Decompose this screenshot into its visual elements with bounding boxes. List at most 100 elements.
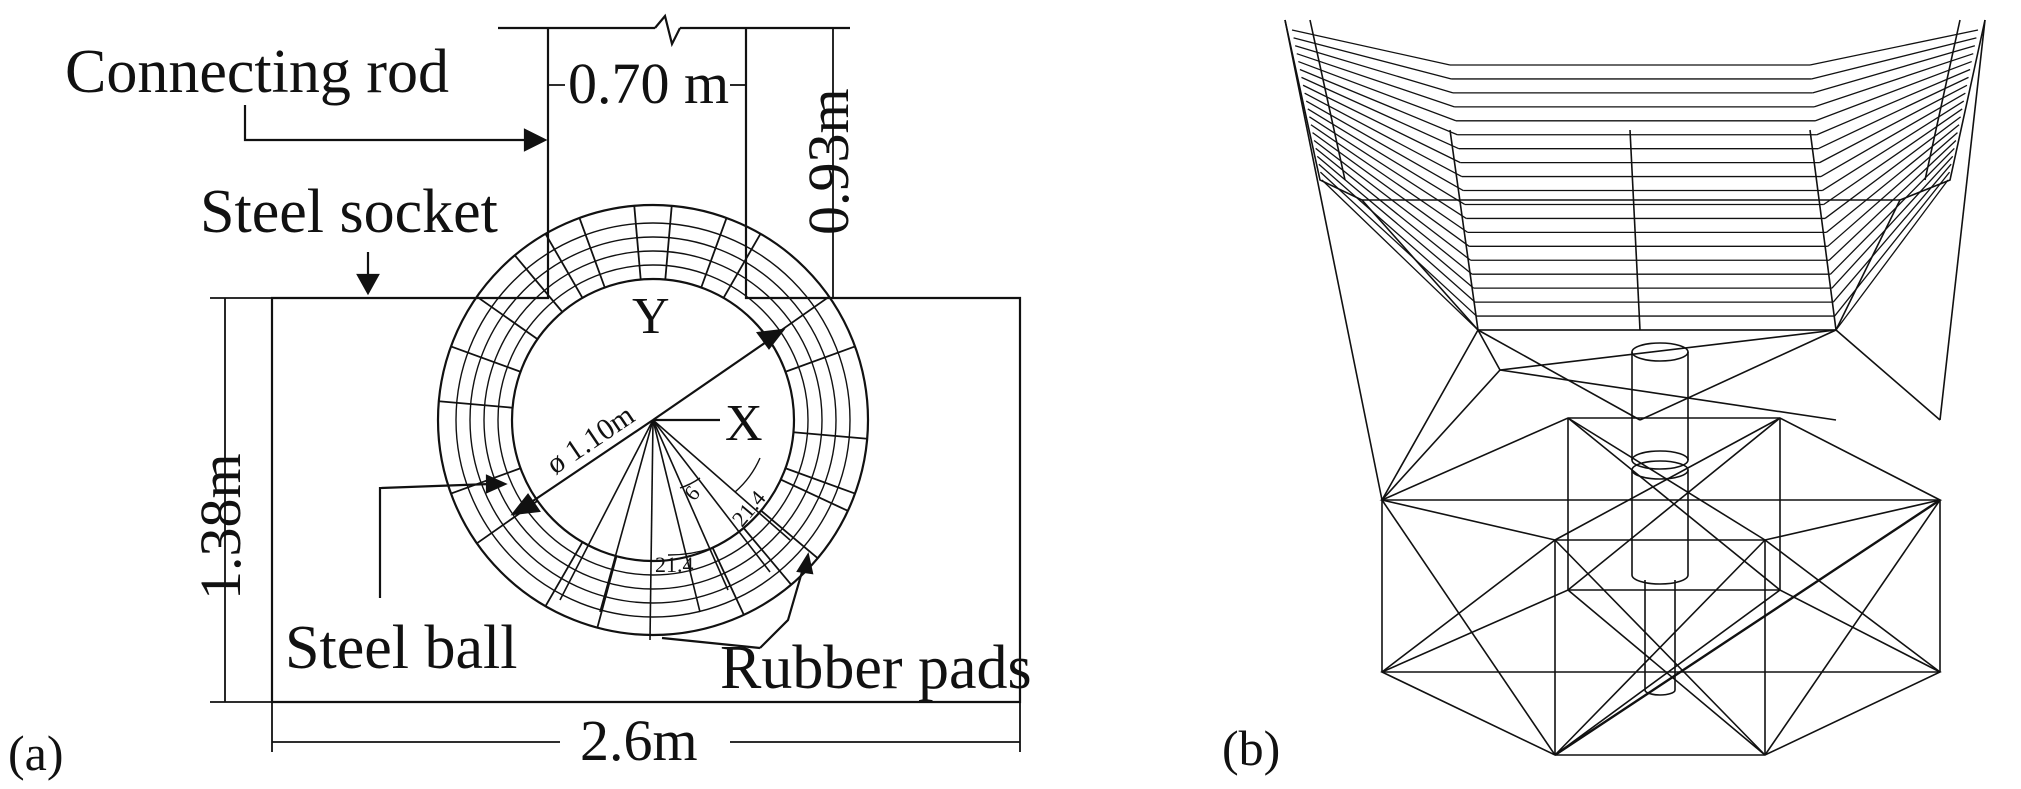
net-line-right (1830, 147, 1955, 275)
center-column (1631, 342, 1689, 696)
pad-separator (596, 555, 618, 628)
diameter-arrow (510, 328, 786, 516)
ball-inner-ring (510, 277, 796, 563)
net-line-left (1301, 76, 1460, 150)
net-line-right (1809, 29, 1979, 66)
net-line-left (1307, 108, 1466, 206)
net-line-left (1294, 45, 1454, 94)
center-ray (599, 419, 654, 613)
frame-bottom (1380, 589, 1942, 756)
net-outline (1284, 19, 1986, 331)
socket-height-dimension (210, 297, 272, 703)
pad-separator (780, 478, 849, 512)
angle-arcs (667, 457, 761, 556)
pad-separator (544, 233, 584, 299)
rubber-pads-label: Rubber pads (720, 634, 1032, 702)
pad-separator (760, 509, 819, 559)
panel-a (210, 13, 1022, 752)
connecting-rod-leader (243, 105, 548, 152)
center-ray (652, 419, 729, 591)
pad-separator (476, 295, 539, 340)
angle-label-21-4-bottom: 21.4 (655, 552, 694, 577)
net-line-left (1302, 84, 1461, 164)
net-line-left (1291, 29, 1451, 66)
x-axis-label: X (725, 395, 763, 452)
rod-height-dimension (746, 27, 845, 298)
socket-width-label: 2.6m (580, 708, 698, 773)
pad-separator (514, 254, 564, 313)
net-line-left (1296, 53, 1455, 108)
net-line-left (1299, 68, 1458, 136)
ball-outer-ring (436, 203, 870, 637)
net-line-right (1835, 179, 1949, 331)
center-ray (652, 419, 701, 613)
socket-width-dimension (271, 702, 1021, 752)
steel-ball-leader (378, 474, 508, 598)
net-mesh (1291, 29, 1979, 331)
rod-break-line (498, 13, 850, 48)
pad-separator (438, 400, 513, 409)
center-ray (649, 419, 654, 641)
y-axis-label: Y (632, 288, 670, 345)
net-line-left (1309, 116, 1467, 219)
net-line-right (1811, 37, 1977, 80)
net-line-left (1315, 147, 1473, 275)
steel-socket-leader (356, 252, 380, 296)
pad-separator (544, 541, 584, 607)
center-ray (652, 419, 771, 573)
pad-separator (722, 233, 762, 299)
net-line-right (1823, 108, 1963, 206)
net-line-left (1316, 155, 1474, 289)
net-line-right (1813, 53, 1974, 108)
net-line-right (1816, 68, 1971, 136)
angle-label-6: 6 (679, 481, 705, 505)
pad-separator (450, 467, 521, 495)
center-rays (559, 419, 791, 641)
net-line-left (1293, 37, 1452, 80)
pad-separator (785, 345, 856, 373)
rubber-pads-leader (661, 552, 814, 650)
net-line-right (1821, 100, 1965, 192)
net-line-left (1319, 171, 1477, 317)
steel-ball-label: Steel ball (285, 614, 517, 682)
frame-braces (1381, 417, 1941, 757)
net-line-right (1826, 124, 1960, 233)
net-line-left (1305, 100, 1464, 192)
net-line-right (1815, 60, 1972, 122)
frame-verticals (1381, 418, 1941, 755)
pad-separator (700, 217, 728, 288)
pad-separator (785, 467, 856, 495)
pad-separator (664, 205, 673, 280)
rod-height-label: 0.93m (796, 88, 861, 235)
net-line-right (1831, 155, 1954, 289)
bridle-lines (1381, 328, 1941, 501)
net-line-left (1321, 179, 1479, 331)
pad-separator (711, 547, 745, 616)
panel-b-caption: (b) (1222, 720, 1280, 776)
pad-separator (793, 431, 868, 440)
rubber-pad-rings (455, 222, 851, 618)
center-ray (652, 419, 791, 541)
pad-separator (633, 205, 642, 280)
connecting-rod-label: Connecting rod (65, 38, 449, 106)
socket-outline (270, 28, 1022, 704)
pad-separator (578, 217, 606, 288)
panel-b (1284, 19, 1986, 757)
steel-socket-label: Steel socket (200, 178, 498, 246)
net-line-right (1834, 171, 1951, 317)
net-line-right (1812, 45, 1976, 94)
pad-separator (450, 345, 521, 373)
net-line-right (1820, 92, 1966, 178)
net-line-left (1304, 92, 1463, 178)
mooring-lines (1284, 19, 1986, 501)
pad-separators (438, 205, 868, 628)
panel-a-caption: (a) (8, 725, 64, 781)
center-ray (559, 419, 654, 601)
rod-width-label: 0.70 m (568, 51, 729, 116)
net-line-right (1824, 116, 1962, 219)
net-line-left (1318, 163, 1476, 303)
net-line-right (1827, 132, 1958, 247)
net-line-right (1817, 76, 1969, 150)
